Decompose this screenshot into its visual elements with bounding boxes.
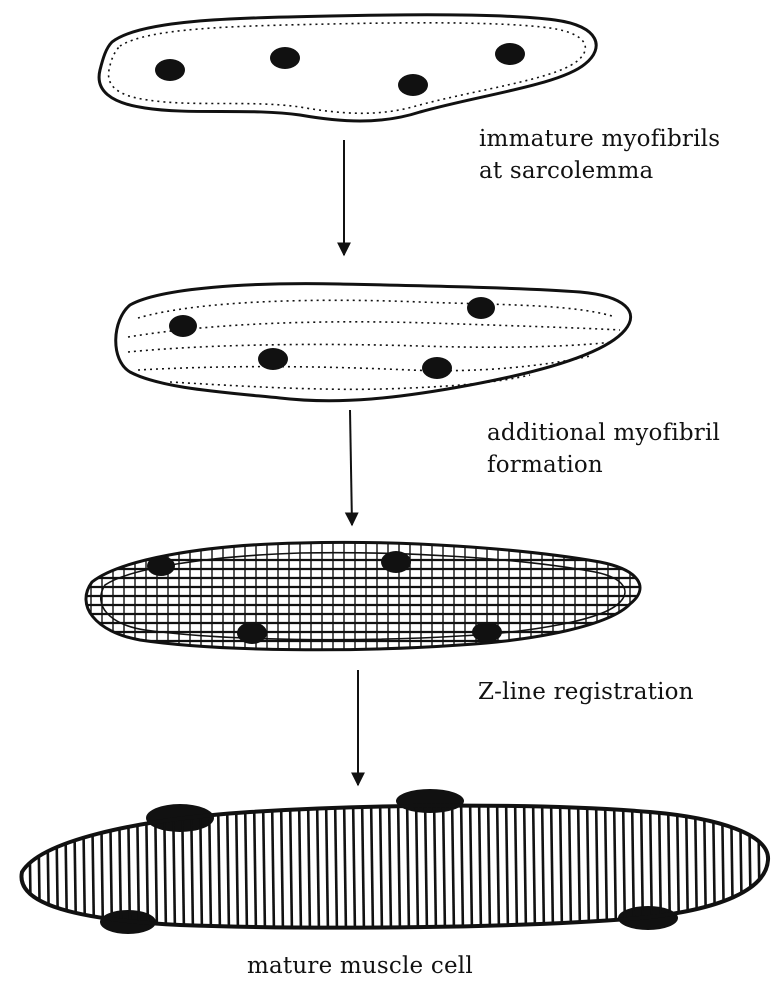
striation-line (38, 795, 40, 935)
striation-line (722, 795, 724, 935)
striation-line (731, 795, 733, 935)
striation-line (425, 795, 427, 935)
striation-line (416, 795, 418, 935)
nucleus (398, 74, 428, 96)
striation-line (497, 795, 499, 935)
striation-line (596, 795, 598, 935)
arrow-2 (350, 410, 352, 525)
stage2-myofibril-formation (116, 284, 631, 401)
striation-line (569, 795, 571, 935)
striation-line (326, 795, 328, 935)
striation-line (434, 795, 436, 935)
nucleus (155, 59, 185, 81)
striation-line (587, 795, 589, 935)
stage4-label: mature muscle cell (247, 951, 473, 981)
striation-line (407, 795, 409, 935)
striation-line (398, 795, 400, 935)
striation-line (479, 795, 481, 935)
stage1-label-line2: at sarcolemma (479, 156, 653, 186)
striation-line (704, 795, 706, 935)
nucleus (495, 43, 525, 65)
striation-line (470, 795, 472, 935)
striation-line (281, 795, 283, 935)
stage2-label-line1: additional myofibril (487, 418, 720, 448)
stage4-mature-muscle-cell (20, 789, 769, 935)
striation-line (227, 795, 229, 935)
stage3-label: Z-line registration (478, 677, 694, 707)
striation-line (272, 795, 274, 935)
striation-line (533, 795, 535, 935)
nucleus (467, 297, 495, 319)
striation-line (236, 795, 238, 935)
striation-line (605, 795, 607, 935)
striation-line (371, 795, 373, 935)
nucleus (258, 348, 288, 370)
striation-line (713, 795, 715, 935)
striation-line (443, 795, 445, 935)
nucleus (381, 551, 411, 573)
nucleus (422, 357, 452, 379)
striation-line (461, 795, 463, 935)
striation-line (263, 795, 265, 935)
nucleus (169, 315, 197, 337)
striation-line (740, 795, 742, 935)
striation-line (758, 795, 760, 935)
striation-line (380, 795, 382, 935)
nucleus (237, 622, 267, 644)
striation-line (290, 795, 292, 935)
striation-line (749, 795, 751, 935)
striation-line (542, 795, 544, 935)
striation-line (362, 795, 364, 935)
striation-line (506, 795, 508, 935)
striation-line (20, 795, 22, 935)
stage2-label-line2: formation (487, 450, 603, 480)
striation-line (551, 795, 553, 935)
striation-line (353, 795, 355, 935)
striation-line (245, 795, 247, 935)
striation-line (47, 795, 49, 935)
nucleus (147, 556, 175, 576)
striation-line (344, 795, 346, 935)
striation-line (254, 795, 256, 935)
striation-line (317, 795, 319, 935)
stage1-label-line1: immature myofibrils (479, 124, 720, 154)
stage3-z-line-registration (80, 535, 660, 660)
striation-line (515, 795, 517, 935)
striation-line (452, 795, 454, 935)
striation-line (56, 795, 58, 935)
striation-line (524, 795, 526, 935)
striation-line (335, 795, 337, 935)
striation-line (101, 795, 103, 935)
striation-line (65, 795, 67, 935)
nucleus (472, 622, 502, 642)
stage1-immature-cell (99, 15, 596, 121)
striation-line (560, 795, 562, 935)
striation-line (92, 795, 94, 935)
striation-line (614, 795, 616, 935)
striation-line (299, 795, 301, 935)
striation-line (389, 795, 391, 935)
striation-line (308, 795, 310, 935)
striation-line (578, 795, 580, 935)
striation-line (488, 795, 490, 935)
nucleus (270, 47, 300, 69)
